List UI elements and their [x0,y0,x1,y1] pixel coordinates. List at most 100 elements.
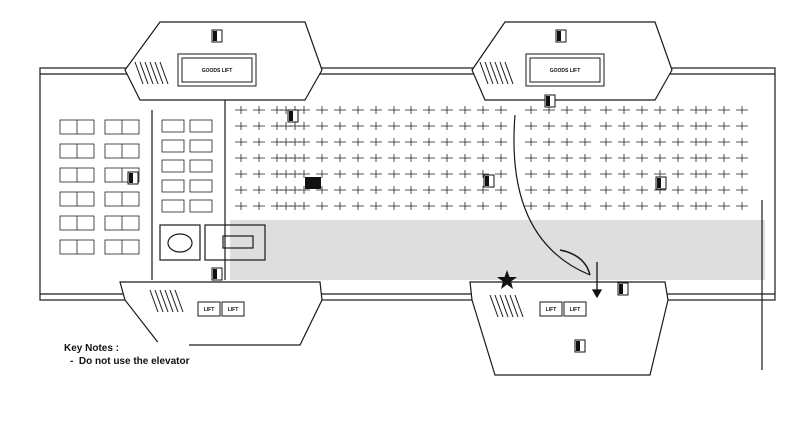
cubicle-partition [316,154,328,162]
cubicle-partition [525,154,537,162]
cubicle-partition [600,154,612,162]
cubicle-partition [579,186,591,194]
key-notes: Key Notes : - Do not use the elevator [64,342,190,368]
cubicle-partition [388,202,400,210]
cubicle-partition [600,122,612,130]
cubicle-partition [334,154,346,162]
cubicle-partition [405,106,417,114]
cubicle-partition [334,170,346,178]
cubicle-partition [543,138,555,146]
cubicle-partition [253,202,265,210]
cubicle-partition [388,122,400,130]
cubicle-partition [298,202,310,210]
cubicle-partition [618,186,630,194]
cubicle-partition [672,186,684,194]
cubicle-partition [718,106,730,114]
cubicle-partition [654,202,666,210]
cubicle-partition [298,106,310,114]
cubicle-partition [618,202,630,210]
cubicle-partition [636,106,648,114]
cubicle-partition [525,202,537,210]
cubicle-partition [316,138,328,146]
cubicle-partition [280,202,292,210]
cubicle-partition [561,138,573,146]
cubicle-partition [441,106,453,114]
cubicle-partition [253,138,265,146]
cubicle-partition [253,106,265,114]
cubicle-partition [561,202,573,210]
cubicle-partition [736,106,748,114]
cubicle-partition [352,122,364,130]
cubicle-partition [600,138,612,146]
lift-label: GOODS LIFT [202,68,233,74]
cubicle-partition [543,154,555,162]
cubicle-partition [370,122,382,130]
cubicle-partition [316,106,328,114]
cubicle-partition [370,186,382,194]
cubicle-partition [316,186,328,194]
cubicle-partition [423,186,435,194]
workstation-cluster [189,179,213,193]
cubicle-partition [352,170,364,178]
cubicle-partition [672,154,684,162]
exit-door-icon [546,96,550,106]
cubicle-partition [253,170,265,178]
cubicle-partition [235,138,247,146]
cubicle-partition [525,122,537,130]
cubicle-partition [370,154,382,162]
cubicle-partition [352,106,364,114]
cubicle-partition [672,138,684,146]
cubicle-partition [441,138,453,146]
cubicle-partition [579,106,591,114]
curved-wall [559,249,591,276]
cubicle-partition [459,106,471,114]
cubicle-partition [405,122,417,130]
cubicle-partition [672,202,684,210]
cubicle-partition [495,154,507,162]
cubicle-partition [235,186,247,194]
cubicle-partition [316,170,328,178]
cubicle-partition [618,154,630,162]
cubicle-partition [543,186,555,194]
cubicle-partition [253,122,265,130]
cubicle-partition [525,106,537,114]
cubicle-partition [441,122,453,130]
cubicle-partition [700,170,712,178]
cubicle-partition [280,170,292,178]
cubicle-partition [525,138,537,146]
cubicle-partition [579,154,591,162]
cubicle-partition [388,138,400,146]
cubicle-partition [561,154,573,162]
cubicle-partition [561,106,573,114]
cubicle-partition [253,154,265,162]
cubicle-partition [718,122,730,130]
cubicle-partition [459,186,471,194]
exit-door-icon [485,176,489,186]
cubicle-partition [579,202,591,210]
cubicle-partition [334,186,346,194]
cubicle-partition [718,138,730,146]
cubicle-partition [618,138,630,146]
cubicle-partition [477,170,489,178]
floor-outline [39,67,776,301]
cubicle-partition [618,122,630,130]
corridor [230,220,765,280]
cubicle-partition [405,170,417,178]
workstation-cluster [161,179,185,193]
cubicle-partition [654,122,666,130]
cubicle-partition [495,106,507,114]
workstation-cluster [189,119,213,133]
cubicle-partition [405,202,417,210]
cubicle-partition [700,202,712,210]
cubicle-partition [441,154,453,162]
cubicle-partition [495,186,507,194]
lift-label: LIFT [204,307,215,313]
cubicle-partition [405,154,417,162]
cubicle-partition [459,138,471,146]
cubicle-partition [736,186,748,194]
cubicle-partition [495,122,507,130]
cubicle-partition [235,106,247,114]
bottom-core-right [469,281,669,376]
cubicle-partition [700,186,712,194]
